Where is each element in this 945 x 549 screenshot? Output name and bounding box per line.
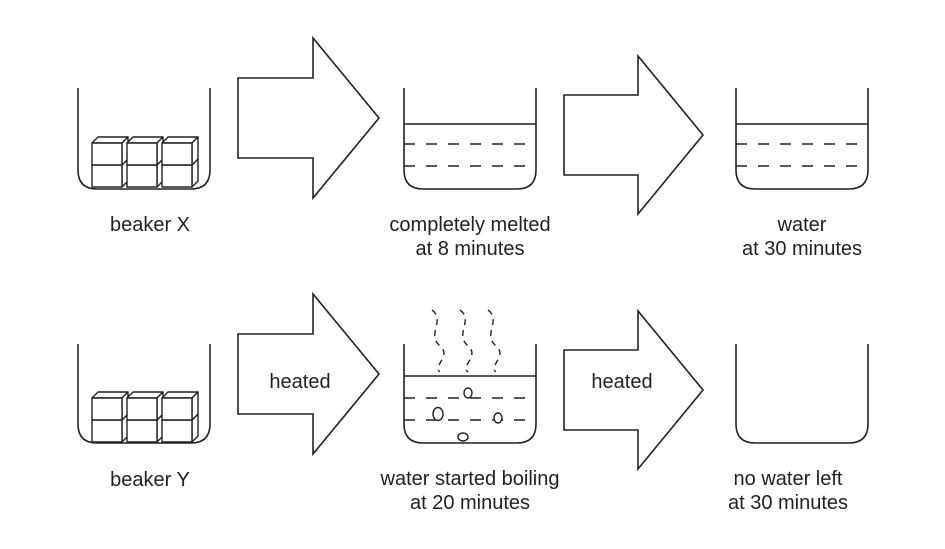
ice-cube [126, 136, 164, 166]
arrow-y-2-shape [563, 308, 705, 472]
row-x: beaker X completely melted at 8 minutes … [77, 35, 869, 260]
arrow-x-1 [237, 35, 381, 201]
beaker-x: beaker X [77, 88, 211, 236]
beaker-y-empty-label-line2: at 30 minutes [728, 492, 848, 514]
arrow-y-2-label: heated [591, 371, 652, 393]
beaker-x-melted-label-line1: completely melted [389, 214, 550, 236]
arrow-x-2 [563, 53, 705, 217]
beaker-y-empty: no water left at 30 minutes [728, 344, 869, 514]
beaker-y: beaker Y [77, 344, 211, 491]
arrow-y-1-label: heated [269, 371, 330, 393]
bubbles-icon [432, 387, 503, 442]
beaker-y-boiling-outline [403, 344, 537, 444]
ice-cubes-y [91, 391, 199, 443]
ice-cube [161, 136, 199, 166]
ice-cube [126, 391, 164, 421]
beaker-x-melted: completely melted at 8 minutes [389, 88, 551, 260]
beaker-y-empty-outline [735, 344, 869, 444]
beaker-x-final-outline [735, 88, 869, 190]
beaker-x-final: water at 30 minutes [735, 88, 869, 260]
beaker-y-outline [77, 344, 211, 444]
beaker-y-label: beaker Y [110, 469, 190, 491]
beaker-x-melted-outline [403, 88, 537, 190]
beaker-x-final-label-line1: water [777, 214, 827, 236]
ice-cube [91, 136, 129, 166]
steam-icon [431, 309, 501, 373]
arrow-y-2: heated [563, 308, 705, 472]
beaker-y-boiling: water started boiling at 20 minutes [380, 309, 560, 514]
beaker-y-empty-label-line1: no water left [734, 468, 843, 490]
beaker-y-boiling-label-line1: water started boiling [380, 468, 560, 490]
beaker-x-final-label-line2: at 30 minutes [742, 238, 862, 260]
arrow-x-2-shape [563, 53, 705, 217]
ice-cube [161, 391, 199, 421]
ice-cubes-x [91, 136, 199, 188]
arrow-y-1: heated [237, 291, 381, 457]
beaker-x-melted-label-line2: at 8 minutes [416, 238, 525, 260]
beaker-x-outline [77, 88, 211, 190]
beaker-y-boiling-label-line2: at 20 minutes [410, 492, 530, 514]
ice-cube [91, 391, 129, 421]
arrow-y-1-shape [237, 291, 381, 457]
row-y: beaker Y heated water started [77, 291, 869, 514]
arrow-x-1-shape [237, 35, 381, 201]
beaker-x-label: beaker X [110, 214, 190, 236]
